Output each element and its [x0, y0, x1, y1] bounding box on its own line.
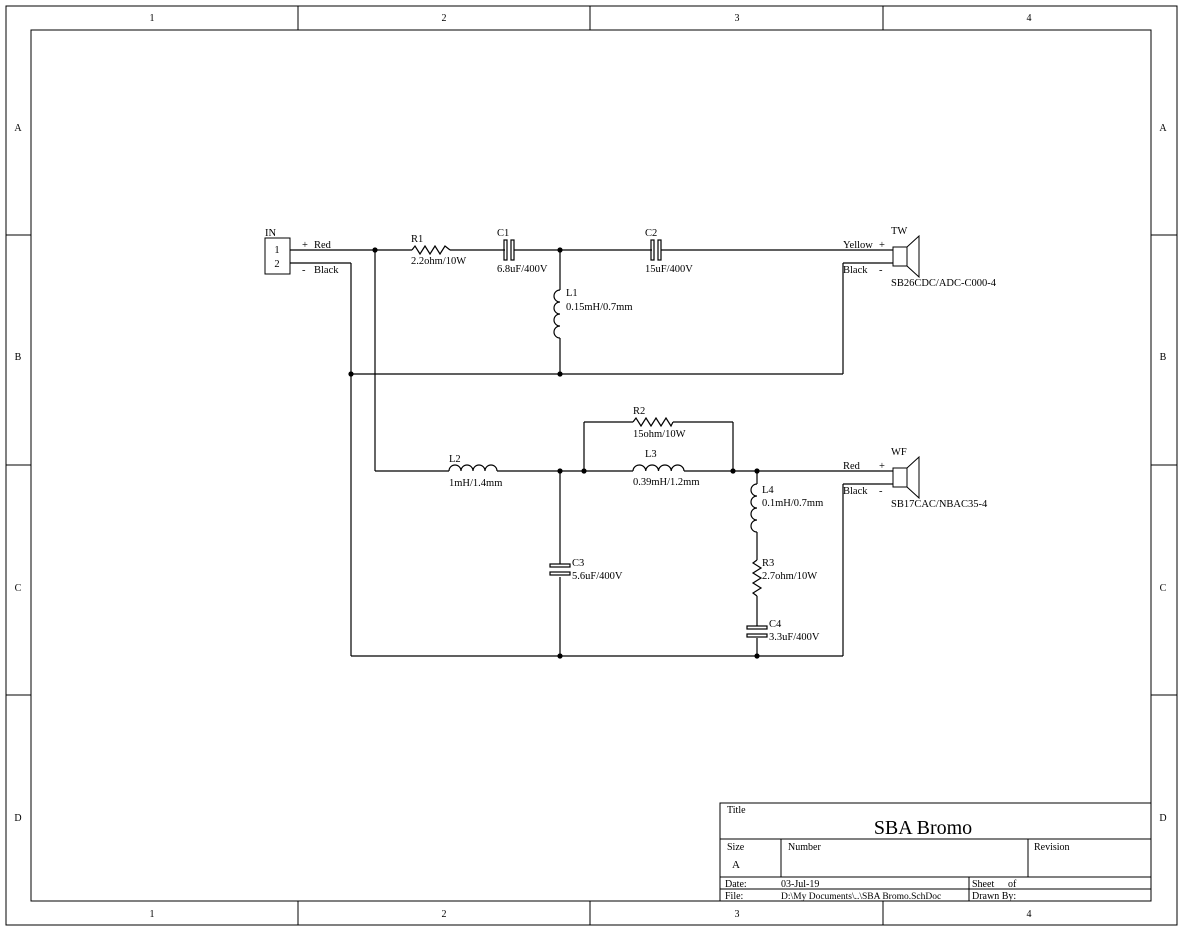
r3-ref: R3 — [762, 558, 774, 569]
c1-value: 6.8uF/400V — [497, 264, 548, 275]
outer-border — [5, 5, 1178, 926]
in-plus-color: Red — [314, 240, 332, 251]
tw-part: SB26CDC/ADC-C000-4 — [891, 278, 997, 289]
wf-plus-color: Red — [843, 461, 861, 472]
revision-label: Revision — [1034, 842, 1070, 853]
inductor-l3: L3 0.39mH/1.2mm — [632, 449, 700, 488]
in-plus-sign: + — [302, 240, 308, 251]
r1-value: 2.2ohm/10W — [411, 256, 466, 267]
file-label: File: — [725, 891, 743, 902]
c2-ref: C2 — [645, 228, 657, 239]
wf-ref: WF — [891, 447, 907, 458]
of-label: of — [1008, 879, 1017, 890]
in-pin-2: 2 — [274, 259, 279, 270]
tw-minus-color: Black — [843, 265, 868, 276]
wires — [290, 249, 880, 657]
inductor-l1: L1 0.15mH/0.7mm — [553, 288, 633, 339]
r2-value: 15ohm/10W — [633, 429, 686, 440]
number-label: Number — [788, 842, 821, 853]
r1-ref: R1 — [411, 234, 423, 245]
c4-value: 3.3uF/400V — [769, 632, 820, 643]
size-label: Size — [727, 842, 745, 853]
c3-ref: C3 — [572, 558, 584, 569]
tw-ref: TW — [891, 226, 907, 237]
r2-ref: R2 — [633, 406, 645, 417]
tw-minus-sign: - — [879, 265, 883, 276]
title-label: Title — [727, 805, 746, 816]
zone-col-1-bottom: 1 — [150, 909, 155, 920]
in-minus-color: Black — [314, 265, 339, 276]
row-dividers — [6, 234, 1177, 696]
file-value: D:\My Documents\..\SBA Bromo.SchDoc — [781, 892, 941, 902]
zone-col-4-top: 4 — [1027, 13, 1032, 24]
zone-labels: 1 2 3 4 1 2 3 4 A B C D A B C D — [14, 13, 1167, 920]
input-connector: IN 1 2 + Red - Black — [264, 228, 339, 276]
wf-minus-color: Black — [843, 486, 868, 497]
zone-row-d-right: D — [1159, 813, 1166, 824]
drawn-by-label: Drawn By: — [972, 891, 1016, 902]
inner-frame — [30, 29, 1152, 902]
l2-value: 1mH/1.4mm — [449, 478, 502, 489]
capacitor-c3: C3 5.6uF/400V — [549, 558, 623, 582]
capacitor-c2: C2 15uF/400V — [645, 228, 693, 275]
capacitor-c1: C1 6.8uF/400V — [497, 228, 548, 275]
junctions — [348, 247, 760, 659]
wf-minus-sign: - — [879, 486, 883, 497]
tw-plus-sign: + — [879, 240, 885, 251]
zone-row-b-right: B — [1160, 352, 1167, 363]
tweeter-speaker: TW Yellow + Black - SB26CDC/ADC-C000-4 — [843, 226, 997, 289]
l4-ref: L4 — [762, 485, 774, 496]
l3-ref: L3 — [645, 449, 657, 460]
inductor-l2: L2 1mH/1.4mm — [448, 454, 502, 489]
woofer-speaker: WF Red + Black - SB17CAC/NBAC35-4 — [843, 447, 988, 510]
l2-ref: L2 — [449, 454, 461, 465]
inductor-l4: L4 0.1mH/0.7mm — [750, 483, 823, 533]
date-label: Date: — [725, 879, 747, 890]
zone-row-a-right: A — [1159, 123, 1167, 134]
zone-col-2-bottom: 2 — [442, 909, 447, 920]
zone-row-b-left: B — [15, 352, 22, 363]
c4-ref: C4 — [769, 619, 782, 630]
zone-row-c-left: C — [15, 583, 22, 594]
l1-ref: L1 — [566, 288, 578, 299]
tw-plus-color: Yellow — [843, 240, 873, 251]
in-ref-label: IN — [265, 228, 276, 239]
r3-value: 2.7ohm/10W — [762, 571, 817, 582]
c3-value: 5.6uF/400V — [572, 571, 623, 582]
date-value: 03-Jul-19 — [781, 879, 819, 890]
zone-col-3-top: 3 — [735, 13, 740, 24]
zone-row-a-left: A — [14, 123, 22, 134]
in-minus-sign: - — [302, 265, 306, 276]
resistor-r2: R2 15ohm/10W — [632, 406, 686, 440]
capacitor-c4: C4 3.3uF/400V — [746, 619, 820, 643]
l1-value: 0.15mH/0.7mm — [566, 302, 633, 313]
c1-ref: C1 — [497, 228, 509, 239]
zone-col-4-bottom: 4 — [1027, 909, 1032, 920]
resistor-r3: R3 2.7ohm/10W — [751, 558, 817, 597]
drawing-title: SBA Bromo — [874, 817, 972, 839]
zone-row-d-left: D — [14, 813, 21, 824]
sheet-label: Sheet — [972, 879, 994, 890]
l3-value: 0.39mH/1.2mm — [633, 477, 700, 488]
wf-plus-sign: + — [879, 461, 885, 472]
zone-row-c-right: C — [1160, 583, 1167, 594]
l4-value: 0.1mH/0.7mm — [762, 498, 823, 509]
c2-value: 15uF/400V — [645, 264, 693, 275]
zone-col-3-bottom: 3 — [735, 909, 740, 920]
size-value: A — [732, 859, 740, 871]
wf-part: SB17CAC/NBAC35-4 — [891, 499, 988, 510]
resistor-r1: R1 2.2ohm/10W — [411, 234, 466, 267]
zone-col-2-top: 2 — [442, 13, 447, 24]
zone-col-1-top: 1 — [150, 13, 155, 24]
title-block: Title SBA Bromo Size A Number Revision D… — [719, 802, 1152, 902]
column-dividers — [297, 6, 884, 925]
in-pin-1: 1 — [274, 245, 279, 256]
